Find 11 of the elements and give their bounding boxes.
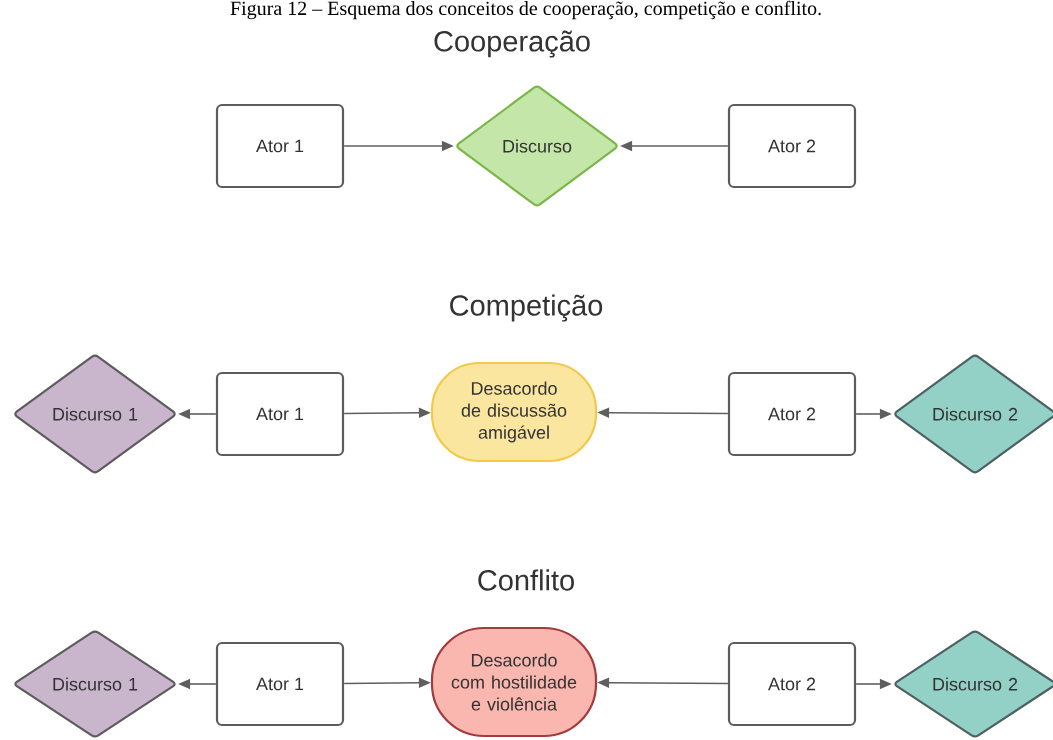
actor-box: Ator 1 xyxy=(215,103,345,189)
section-heading: Conflito xyxy=(478,569,574,591)
rounded-box: Desacordo com hostilidade e violência xyxy=(430,626,598,738)
actor-box: Ator 1 xyxy=(215,371,345,457)
actor-box: Ator 2 xyxy=(727,641,857,727)
figure-title: Figura 12 – Esquema dos conceitos de cooperação, competição e conflito. xyxy=(230,0,821,20)
actor-box: Ator 2 xyxy=(727,103,857,189)
section-heading: Cooperação xyxy=(434,30,590,58)
actor-box: Ator 2 xyxy=(727,371,857,457)
actor-box: Ator 1 xyxy=(215,641,345,727)
section-heading: Competição xyxy=(450,294,603,322)
